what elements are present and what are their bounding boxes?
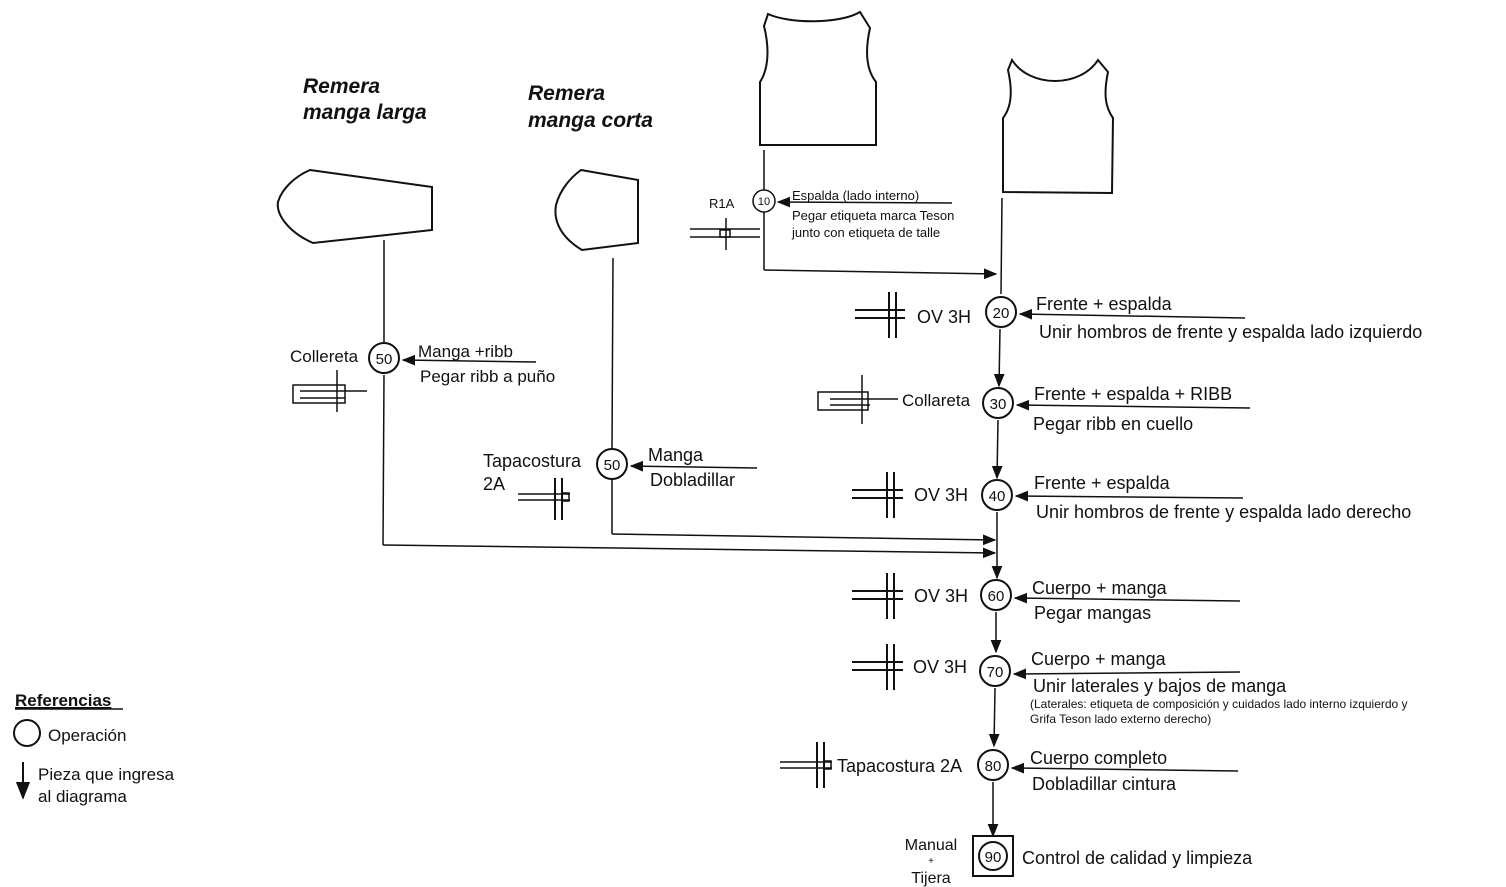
operation-50-long-sleeve: 50 <box>368 342 400 374</box>
title-short-sleeve-line1: Remera <box>528 82 605 105</box>
op10-task-line1: Pegar etiqueta marca Teson <box>792 208 954 223</box>
op60-piece: Cuerpo + manga <box>1032 578 1168 598</box>
machine-symbol-collereta-50 <box>292 370 367 412</box>
op70-note-line1: (Laterales: etiqueta de composición y cu… <box>1030 697 1408 711</box>
svg-text:30: 30 <box>990 396 1007 413</box>
op20-task: Unir hombros de frente y espalda lado iz… <box>1039 322 1422 342</box>
legend-piece-line2: al diagrama <box>38 787 127 806</box>
op60-task: Pegar mangas <box>1034 603 1151 623</box>
op50b-piece: Manga <box>648 445 704 465</box>
machine-symbol-tapacostura-50 <box>518 478 570 520</box>
op90-machine-line2: + <box>928 856 934 867</box>
operation-30: 30 <box>982 387 1014 419</box>
machine-symbol-r1a <box>690 218 760 250</box>
operation-70: 70 <box>979 655 1011 687</box>
machine-symbol-collareta-30 <box>817 375 898 424</box>
op70-piece: Cuerpo + manga <box>1031 649 1167 669</box>
op50a-task: Pegar ribb a puño <box>420 367 555 386</box>
machine-symbol-ov3h-70 <box>852 644 903 690</box>
machine-symbol-ov3h-40 <box>852 472 903 518</box>
op20-machine: OV 3H <box>917 307 971 327</box>
op50b-machine-line1: Tapacostura <box>483 451 582 471</box>
long-sleeve-piece-shape <box>276 168 433 245</box>
op70-machine: OV 3H <box>913 657 967 677</box>
legend-title: Referencias <box>15 691 111 710</box>
op80-piece: Cuerpo completo <box>1030 748 1167 768</box>
operation-40: 40 <box>981 479 1013 511</box>
op10-task-line2: junto con etiqueta de talle <box>791 225 940 240</box>
svg-text:70: 70 <box>987 664 1004 681</box>
op30-piece: Frente + espalda + RIBB <box>1034 384 1232 404</box>
legend-operation-symbol <box>13 719 41 747</box>
operation-80: 80 <box>977 749 1009 781</box>
front-piece-shape <box>1002 57 1115 195</box>
op40-piece: Frente + espalda <box>1034 473 1171 493</box>
machine-symbol-ov3h-60 <box>852 573 903 619</box>
op30-task: Pegar ribb en cuello <box>1033 414 1193 434</box>
op90-machine-line1: Manual <box>905 837 957 854</box>
svg-text:40: 40 <box>989 488 1006 505</box>
op10-machine: R1A <box>709 196 735 211</box>
operation-10: 10 <box>752 189 776 213</box>
op40-task: Unir hombros de frente y espalda lado de… <box>1036 502 1411 522</box>
svg-text:90: 90 <box>985 849 1002 866</box>
legend: Referencias Operación Pieza que ingresa … <box>13 691 175 806</box>
machine-symbol-ov3h-20 <box>855 292 905 338</box>
svg-text:20: 20 <box>993 305 1010 322</box>
op70-note-line2: Grifa Teson lado externo derecho) <box>1030 712 1211 726</box>
op70-task: Unir laterales y bajos de manga <box>1033 676 1287 696</box>
back-piece-shape <box>759 10 877 146</box>
op90-task: Control de calidad y limpieza <box>1022 848 1253 868</box>
operation-20: 20 <box>985 296 1017 328</box>
op50b-task: Dobladillar <box>650 470 735 490</box>
svg-text:50: 50 <box>376 351 393 368</box>
op30-machine: Collareta <box>902 391 971 410</box>
machine-symbol-tapacostura-80 <box>780 742 832 788</box>
operation-60: 60 <box>980 579 1012 611</box>
short-sleeve-piece-shape <box>554 168 639 252</box>
svg-text:60: 60 <box>988 588 1005 605</box>
title-short-sleeve-line2: manga corta <box>528 109 653 132</box>
op10-piece: Espalda (lado interno) <box>792 188 919 203</box>
op90-machine-line3: Tijera <box>911 870 951 887</box>
legend-piece-line1: Pieza que ingresa <box>38 765 175 784</box>
op50a-machine: Collereta <box>290 347 359 366</box>
operation-50-short-sleeve: 50 <box>596 448 628 480</box>
svg-text:10: 10 <box>758 196 770 208</box>
title-long-sleeve-line2: manga larga <box>303 101 427 124</box>
legend-operation-label: Operación <box>48 726 126 745</box>
op60-machine: OV 3H <box>914 586 968 606</box>
op50b-machine-line2: 2A <box>483 474 505 494</box>
op20-piece: Frente + espalda <box>1036 294 1173 314</box>
operation-90: 90 <box>972 835 1014 877</box>
title-long-sleeve-line1: Remera <box>303 75 380 98</box>
op80-machine: Tapacostura 2A <box>837 756 962 776</box>
op80-task: Dobladillar cintura <box>1032 774 1177 794</box>
op40-machine: OV 3H <box>914 485 968 505</box>
svg-text:80: 80 <box>985 758 1002 775</box>
op50a-piece: Manga +ribb <box>418 342 513 361</box>
svg-text:50: 50 <box>604 457 621 474</box>
